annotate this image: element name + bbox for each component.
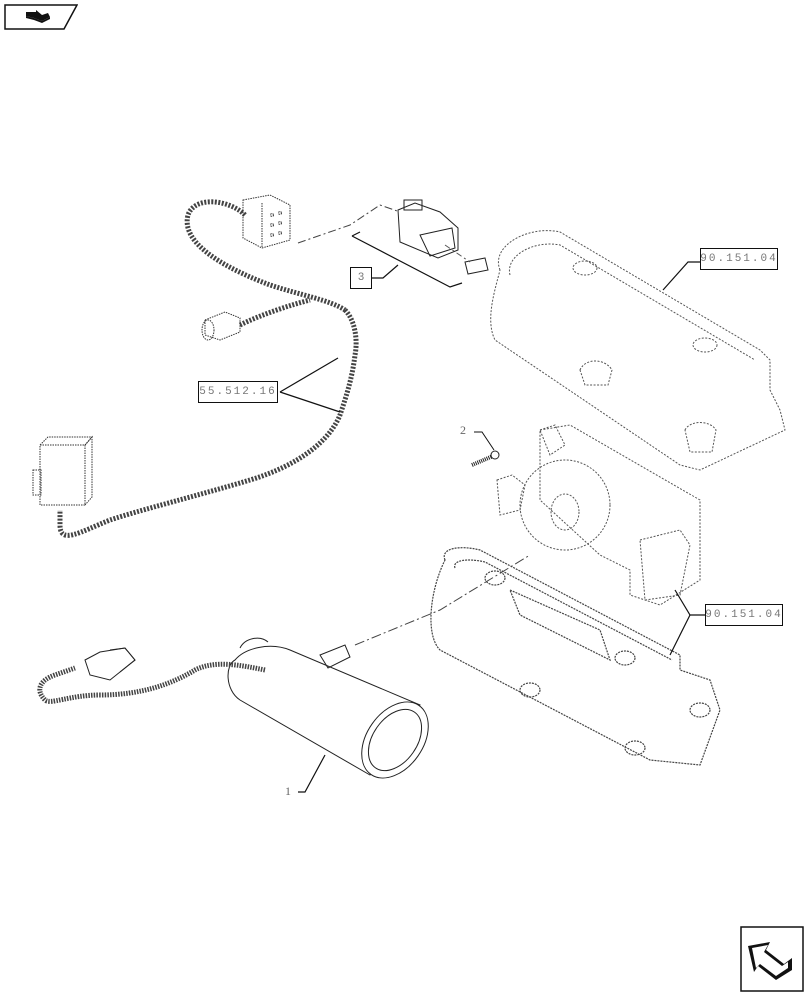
- previous-page-arrow-icon: [4, 4, 79, 30]
- motor-cable: [37, 661, 266, 704]
- upper-housing-cover: [490, 230, 786, 471]
- harness-plug: [201, 311, 241, 341]
- harness-connector-top: [242, 194, 291, 249]
- reference-link-90-151-04-bottom[interactable]: 90.151.04: [705, 604, 783, 626]
- electric-motor: [227, 637, 429, 779]
- item-1-label[interactable]: 1: [285, 784, 291, 798]
- next-page-arrow-icon: [740, 926, 804, 992]
- item-3-callout[interactable]: 3: [350, 267, 372, 289]
- motor-mount-housing: [496, 424, 701, 606]
- rocker-switch: [397, 199, 489, 275]
- lower-base-plate: [430, 547, 721, 766]
- next-page-button[interactable]: [740, 926, 804, 992]
- reference-link-90-151-04-top[interactable]: 90.151.04: [700, 248, 778, 270]
- reference-link-55-512-16[interactable]: 55.512.16: [198, 381, 278, 403]
- item-2-label[interactable]: 2: [460, 423, 466, 437]
- bolt: [471, 450, 500, 467]
- harness-connector-end: [32, 435, 94, 506]
- wiring-harness: [57, 199, 359, 538]
- previous-page-button[interactable]: [4, 4, 79, 30]
- motor-connector: [84, 647, 136, 681]
